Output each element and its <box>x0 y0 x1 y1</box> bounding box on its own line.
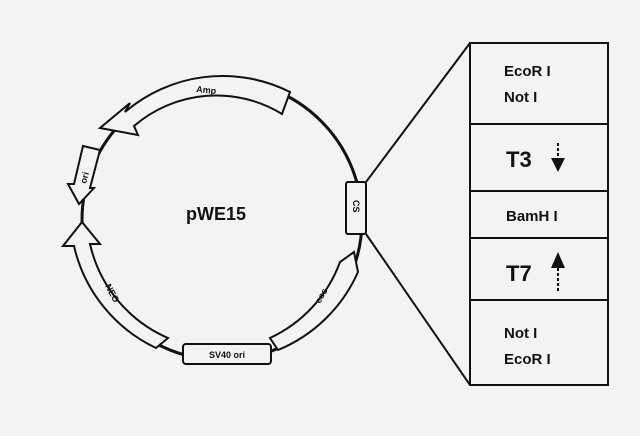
site-ecori-bottom: EcoR I <box>504 351 551 368</box>
amp-feature: Amp <box>97 74 292 137</box>
promoter-t7: T7 <box>506 261 532 286</box>
site-bamhi: BamH I <box>506 208 558 225</box>
sv40-box <box>182 343 272 365</box>
amp-label: Amp <box>196 84 217 96</box>
expansion-line-top <box>365 42 471 183</box>
ori-label: ori <box>78 171 91 185</box>
cos-feature: cos <box>268 250 360 352</box>
t7-direction-arrow <box>551 252 565 292</box>
plasmid-name: pWE15 <box>186 204 246 224</box>
site-noti-bottom: Not I <box>504 325 537 342</box>
ori-feature: ori <box>66 144 102 206</box>
sv40-label: SV40 ori <box>209 350 245 360</box>
promoter-t3: T3 <box>506 147 532 172</box>
cloning-site-frame <box>469 42 609 386</box>
expansion-line-bottom <box>365 233 471 386</box>
cs-feature: CS <box>345 181 367 235</box>
cos-arrow <box>268 250 360 352</box>
neo-feature: NEO <box>60 220 170 350</box>
site-ecori-top: EcoR I <box>504 63 551 80</box>
amp-arrow <box>97 74 292 137</box>
cs-box <box>345 181 367 235</box>
t3-direction-arrow <box>551 143 565 172</box>
sv40-feature: SV40 ori <box>182 343 272 365</box>
site-noti-top: Not I <box>504 89 537 106</box>
cs-label: CS <box>351 200 361 213</box>
neo-arrow <box>60 220 170 350</box>
ori-arrow <box>66 144 102 206</box>
cloning-site-panel: EcoR I Not I T3 BamH I T7 Not I EcoR I <box>469 42 609 386</box>
